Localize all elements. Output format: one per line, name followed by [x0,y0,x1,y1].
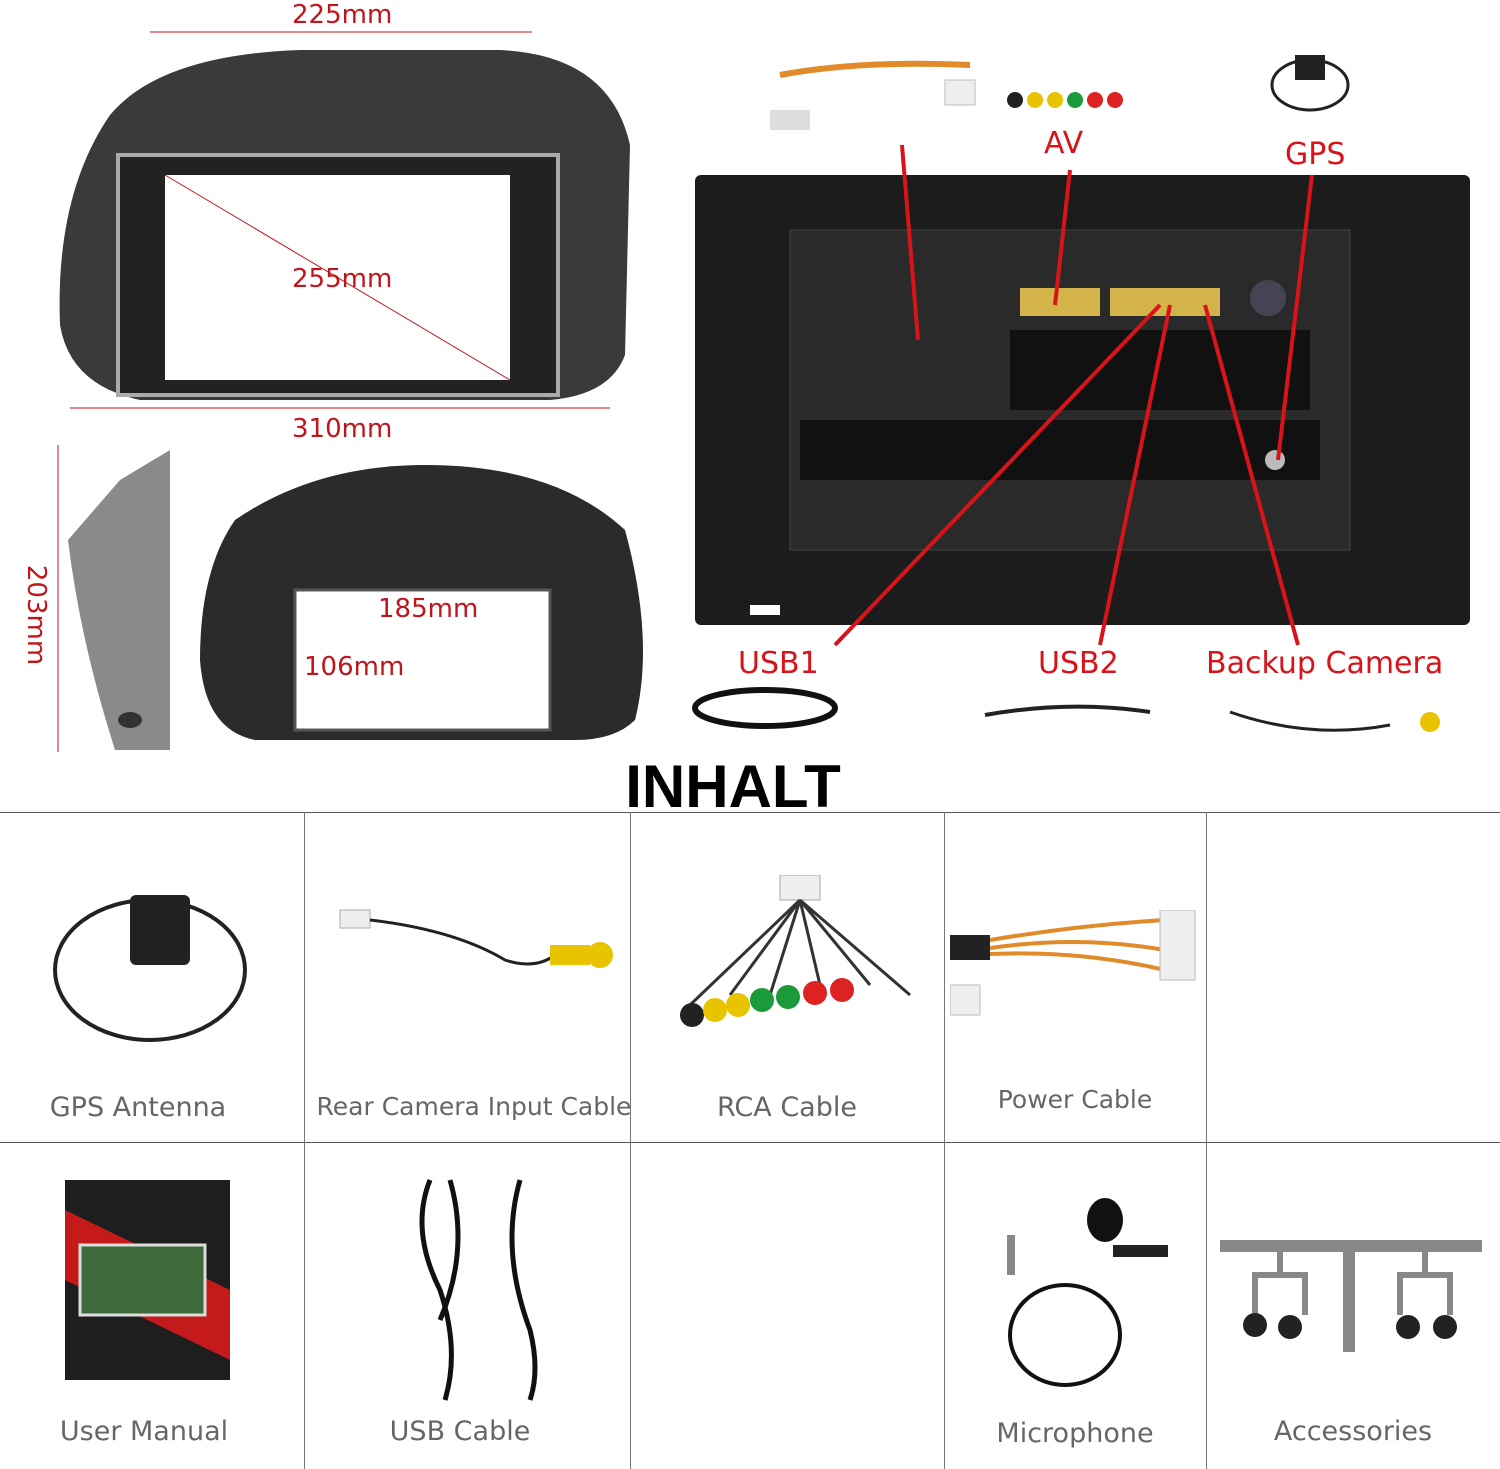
microphone-image [1007,1198,1168,1387]
dim-opening-height: 106mm [304,652,405,682]
grid-divider [1206,812,1207,1469]
gps-antenna-image [53,895,247,1042]
dim-opening-width: 185mm [378,594,479,624]
accessories-image [1220,1240,1482,1352]
item-label-user-manual: User Manual [59,1416,229,1447]
frame-front-image [59,31,631,409]
grid-divider [0,812,1500,813]
grid-divider [944,812,945,1469]
dim-diagonal: 255mm [292,264,393,294]
grid-divider [630,812,631,1469]
item-label-accessories: Accessories [1273,1416,1433,1447]
label-usb1: USB1 [738,646,819,681]
item-label-microphone: Microphone [996,1418,1154,1449]
av-cable-thumb [1007,92,1123,108]
power-cable-thumb [770,60,976,130]
dim-bottom-width: 310mm [292,414,393,444]
power-cable-image [950,910,1196,1016]
grid-divider [0,1142,1500,1143]
grid-divider [304,812,305,1469]
usb-cable-image [419,1179,538,1401]
rear-camera-cable-image [339,909,613,968]
item-label-power-cable: Power Cable [997,1085,1153,1114]
head-unit-rear-image [692,55,1470,732]
rca-cable-image [680,875,911,1027]
label-backup-camera: Backup Camera [1206,646,1444,681]
contents-title: INHALT [625,753,841,820]
dim-height: 203mm [21,564,52,666]
gps-thumb [1270,55,1350,112]
frame-side-image [57,445,170,752]
item-label-usb-cable: USB Cable [389,1416,531,1447]
item-label-rca-cable: RCA Cable [717,1092,857,1123]
label-usb2: USB2 [1038,646,1119,681]
label-av: AV [1044,126,1084,161]
user-manual-image [65,1180,230,1380]
item-label-gps-antenna: GPS Antenna [49,1092,227,1123]
label-gps: GPS [1285,137,1346,172]
frame-rear-image [200,465,643,740]
item-label-rear-camera-cable: Rear Camera Input Cable [316,1092,632,1121]
dim-top-width: 225mm [292,0,393,30]
